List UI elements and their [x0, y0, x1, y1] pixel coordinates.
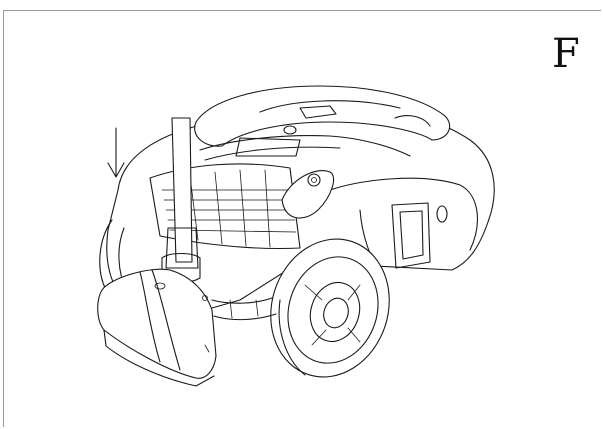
floor-nozzle: [97, 268, 217, 387]
top-lid: [199, 135, 411, 161]
suction-tube: [161, 117, 201, 284]
bottom-bumper: [211, 297, 277, 321]
front-grille: [149, 163, 301, 250]
down-arrow-icon: [107, 127, 125, 178]
rear-wheel: [270, 238, 390, 378]
frame-border: [3, 10, 601, 427]
step-letter-label: F: [552, 31, 580, 77]
carry-handle: [194, 85, 451, 147]
power-button-icon: [281, 170, 335, 219]
